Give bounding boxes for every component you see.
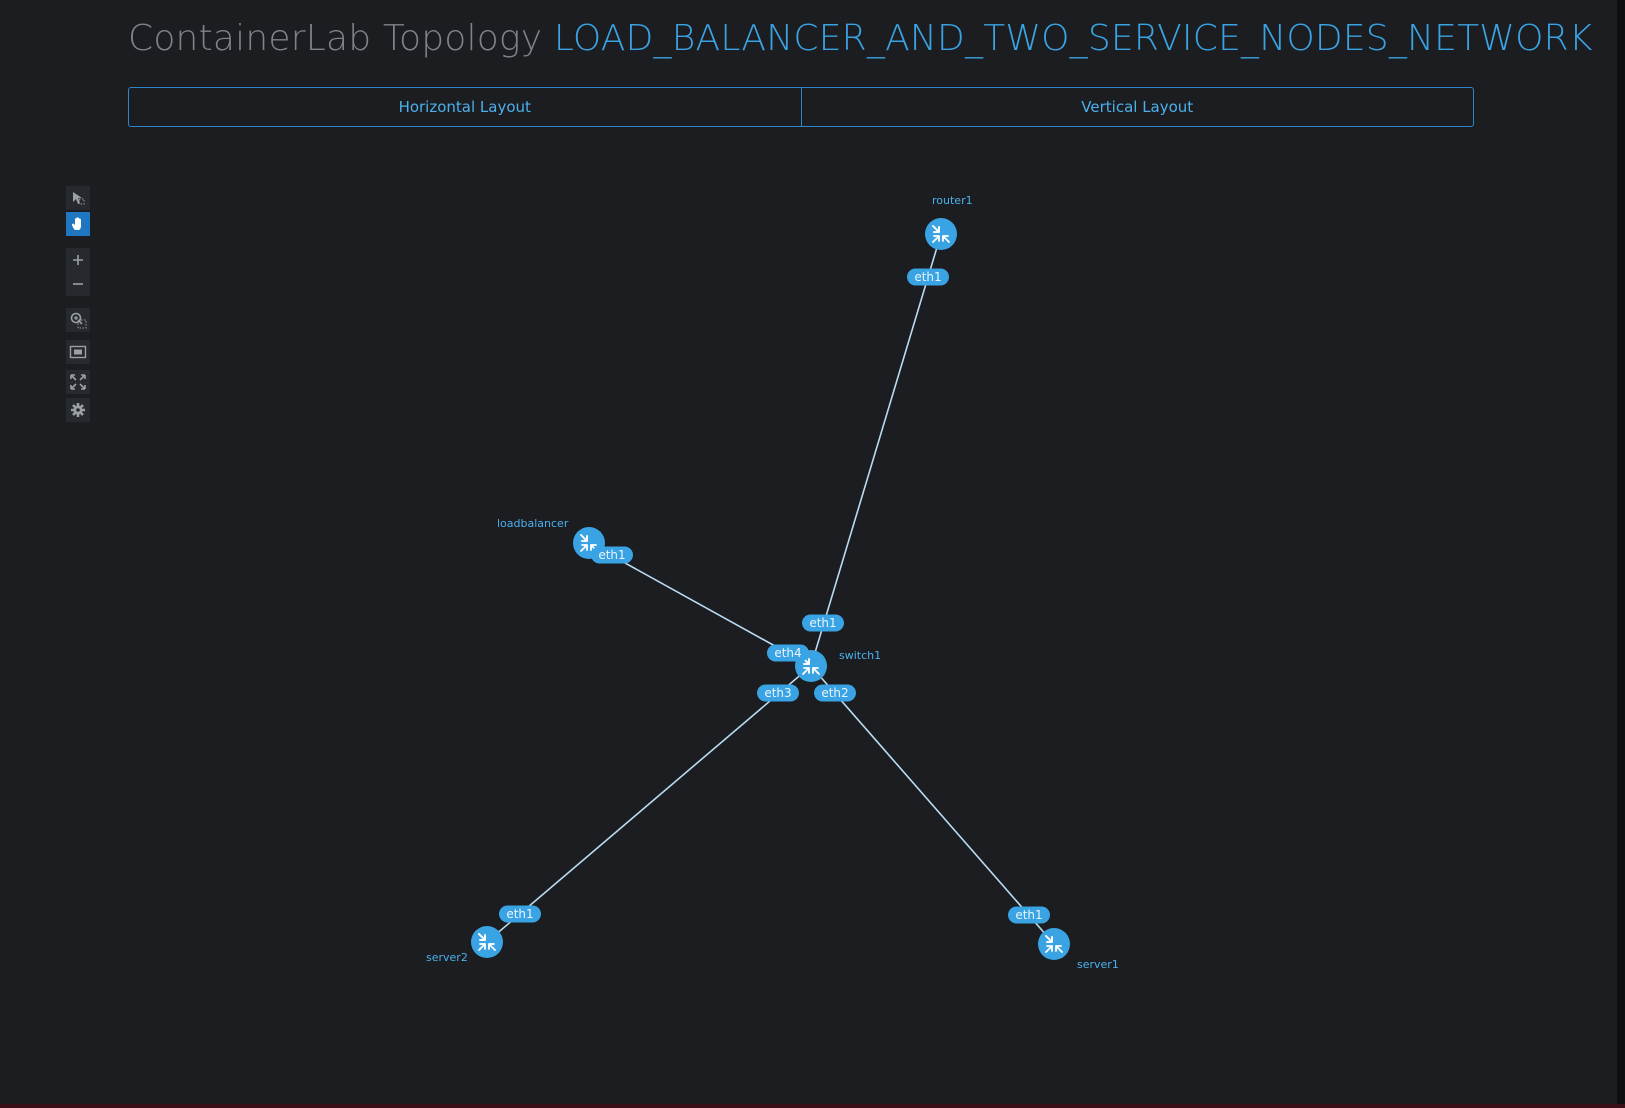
port-badge-switch1-eth1[interactable]: eth1 <box>802 614 844 632</box>
port-badge-bg <box>757 684 799 702</box>
port-badge-loadbalancer-eth1[interactable]: eth1 <box>591 546 633 564</box>
port-label: eth4 <box>774 646 801 660</box>
port-label: eth3 <box>764 686 791 700</box>
zoom-selection-icon[interactable] <box>66 308 90 332</box>
window-bottom-edge <box>0 1104 1625 1108</box>
window-edge <box>1617 0 1625 1108</box>
links-layer <box>486 233 1055 945</box>
node-server1[interactable]: server1 <box>1038 928 1119 971</box>
port-label: eth1 <box>506 907 533 921</box>
port-badge-switch1-eth2[interactable]: eth2 <box>814 684 856 702</box>
router-node-icon[interactable] <box>925 218 957 250</box>
vertical-layout-button[interactable]: Vertical Layout <box>800 88 1474 126</box>
topology-name: LOAD_BALANCER_AND_TWO_SERVICE_NODES_NETW… <box>553 18 1593 59</box>
port-badge-bg <box>907 268 949 286</box>
node-label: switch1 <box>839 649 881 662</box>
router-node-icon[interactable] <box>1038 928 1070 960</box>
port-label: eth2 <box>821 686 848 700</box>
node-label: server2 <box>426 951 468 964</box>
pan-hand-icon[interactable] <box>66 212 90 236</box>
fullscreen-icon[interactable] <box>66 370 90 394</box>
link-router1-switch1[interactable] <box>810 233 942 667</box>
port-badge-switch1-eth4[interactable]: eth4 <box>767 644 809 662</box>
link-server1-switch1[interactable] <box>810 665 1055 945</box>
port-badge-router1-eth1[interactable]: eth1 <box>907 268 949 286</box>
page-title: ContainerLab Topology LOAD_BALANCER_AND_… <box>128 18 1593 59</box>
port-badge-server2-eth1[interactable]: eth1 <box>499 905 541 923</box>
port-badge-bg <box>1008 906 1050 924</box>
port-label: eth1 <box>809 616 836 630</box>
port-badge-bg <box>802 614 844 632</box>
node-server2[interactable]: server2 <box>426 926 503 964</box>
port-badge-bg <box>499 905 541 923</box>
title-prefix: ContainerLab Topology <box>128 18 543 59</box>
horizontal-layout-button[interactable]: Horizontal Layout <box>398 98 531 116</box>
port-badge-server1-eth1[interactable]: eth1 <box>1008 906 1050 924</box>
port-label: eth1 <box>914 270 941 284</box>
node-label: server1 <box>1077 958 1119 971</box>
router-node-icon[interactable] <box>471 926 503 958</box>
port-label: eth1 <box>598 548 625 562</box>
ports-layer: eth1 eth1 eth1 eth4 eth1 eth3 eth1 eth2 <box>499 268 1050 924</box>
fit-view-icon[interactable] <box>66 340 90 364</box>
zoom-in-icon[interactable] <box>66 248 90 272</box>
node-label: router1 <box>932 194 973 207</box>
port-label: eth1 <box>1015 908 1042 922</box>
port-badge-switch1-eth3[interactable]: eth3 <box>757 684 799 702</box>
link-server2-switch1[interactable] <box>486 665 812 943</box>
select-pointer-icon[interactable] <box>66 186 90 210</box>
port-badge-bg <box>767 644 809 662</box>
port-badge-bg <box>814 684 856 702</box>
node-label: loadbalancer <box>497 517 569 530</box>
node-router1[interactable]: router1 <box>925 194 973 250</box>
settings-gear-icon[interactable] <box>66 398 90 422</box>
port-badge-bg <box>591 546 633 564</box>
layout-switcher: Horizontal Layout Vertical Layout <box>128 87 1474 127</box>
zoom-out-icon[interactable] <box>66 272 90 296</box>
nodes-layer: router1 loadbalancer switch1 server2 server1 <box>426 194 1119 971</box>
node-loadbalancer[interactable]: loadbalancer <box>497 517 605 559</box>
